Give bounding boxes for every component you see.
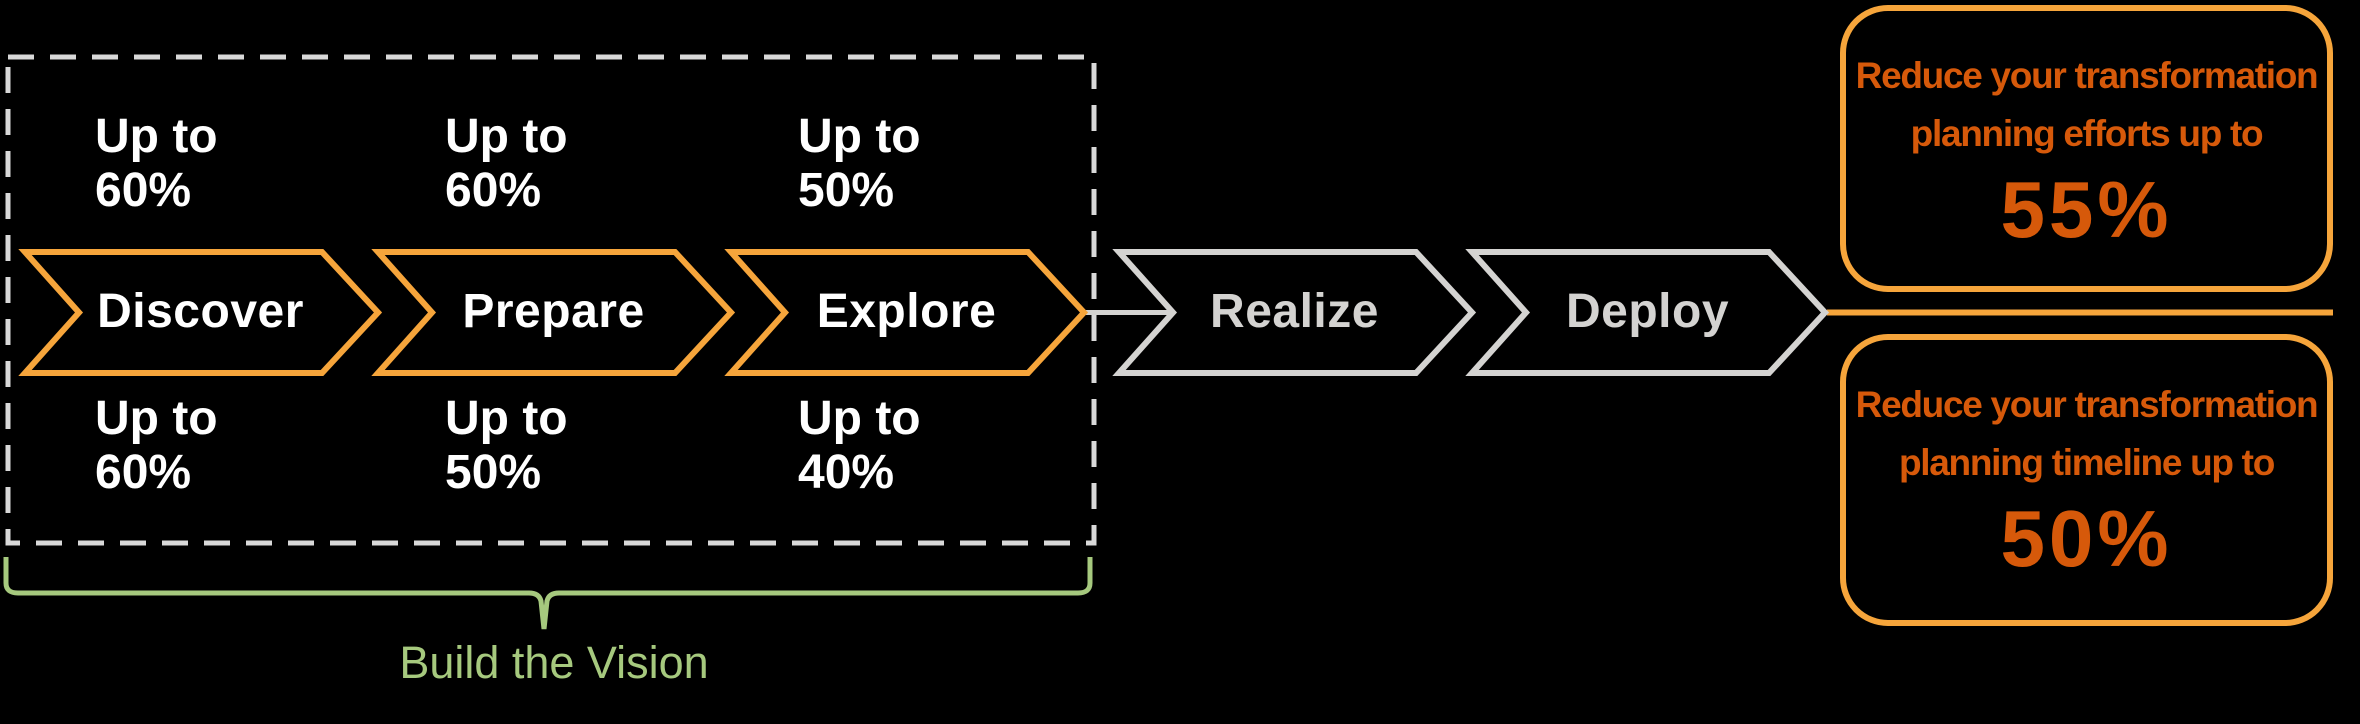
stage-label-prepare: Prepare (462, 285, 645, 338)
note-below-explore: Up to 40% (798, 392, 921, 499)
callout-timeline-value: 50% (2000, 494, 2173, 583)
chevron-realize (1112, 249, 1477, 376)
callout-timeline-line1: Reduce your transformation (1855, 384, 2319, 425)
chevron-discover (18, 249, 383, 376)
callout-efforts-line1: Reduce your transformation (1855, 55, 2319, 96)
stage-label-discover: Discover (97, 285, 304, 338)
chevron-explore (724, 249, 1089, 376)
callout-timeline-line2: planning timeline up to (1898, 442, 2275, 483)
note-above-explore: Up to 50% (798, 110, 921, 217)
callout-efforts-line2: planning efforts up to (1910, 113, 2264, 154)
stage-label-deploy: Deploy (1565, 285, 1730, 338)
callout-efforts-value: 55% (2000, 165, 2173, 254)
callout-timeline: Reduce your transformation planning time… (1840, 334, 2333, 626)
vision-group-label: Build the Vision (399, 637, 709, 688)
note-below-discover: Up to 60% (95, 392, 218, 499)
dashed-scope-box (5, 54, 1097, 546)
callout-efforts: Reduce your transformation planning effo… (1840, 5, 2333, 292)
note-above-prepare: Up to 60% (445, 110, 568, 217)
chevron-deploy (1465, 249, 1830, 376)
note-above-discover: Up to 60% (95, 110, 218, 217)
chevron-prepare (371, 249, 736, 376)
note-below-prepare: Up to 50% (445, 392, 568, 499)
stage-label-explore: Explore (816, 285, 997, 338)
vision-brace (3, 557, 1093, 630)
stage-label-realize: Realize (1210, 285, 1379, 338)
